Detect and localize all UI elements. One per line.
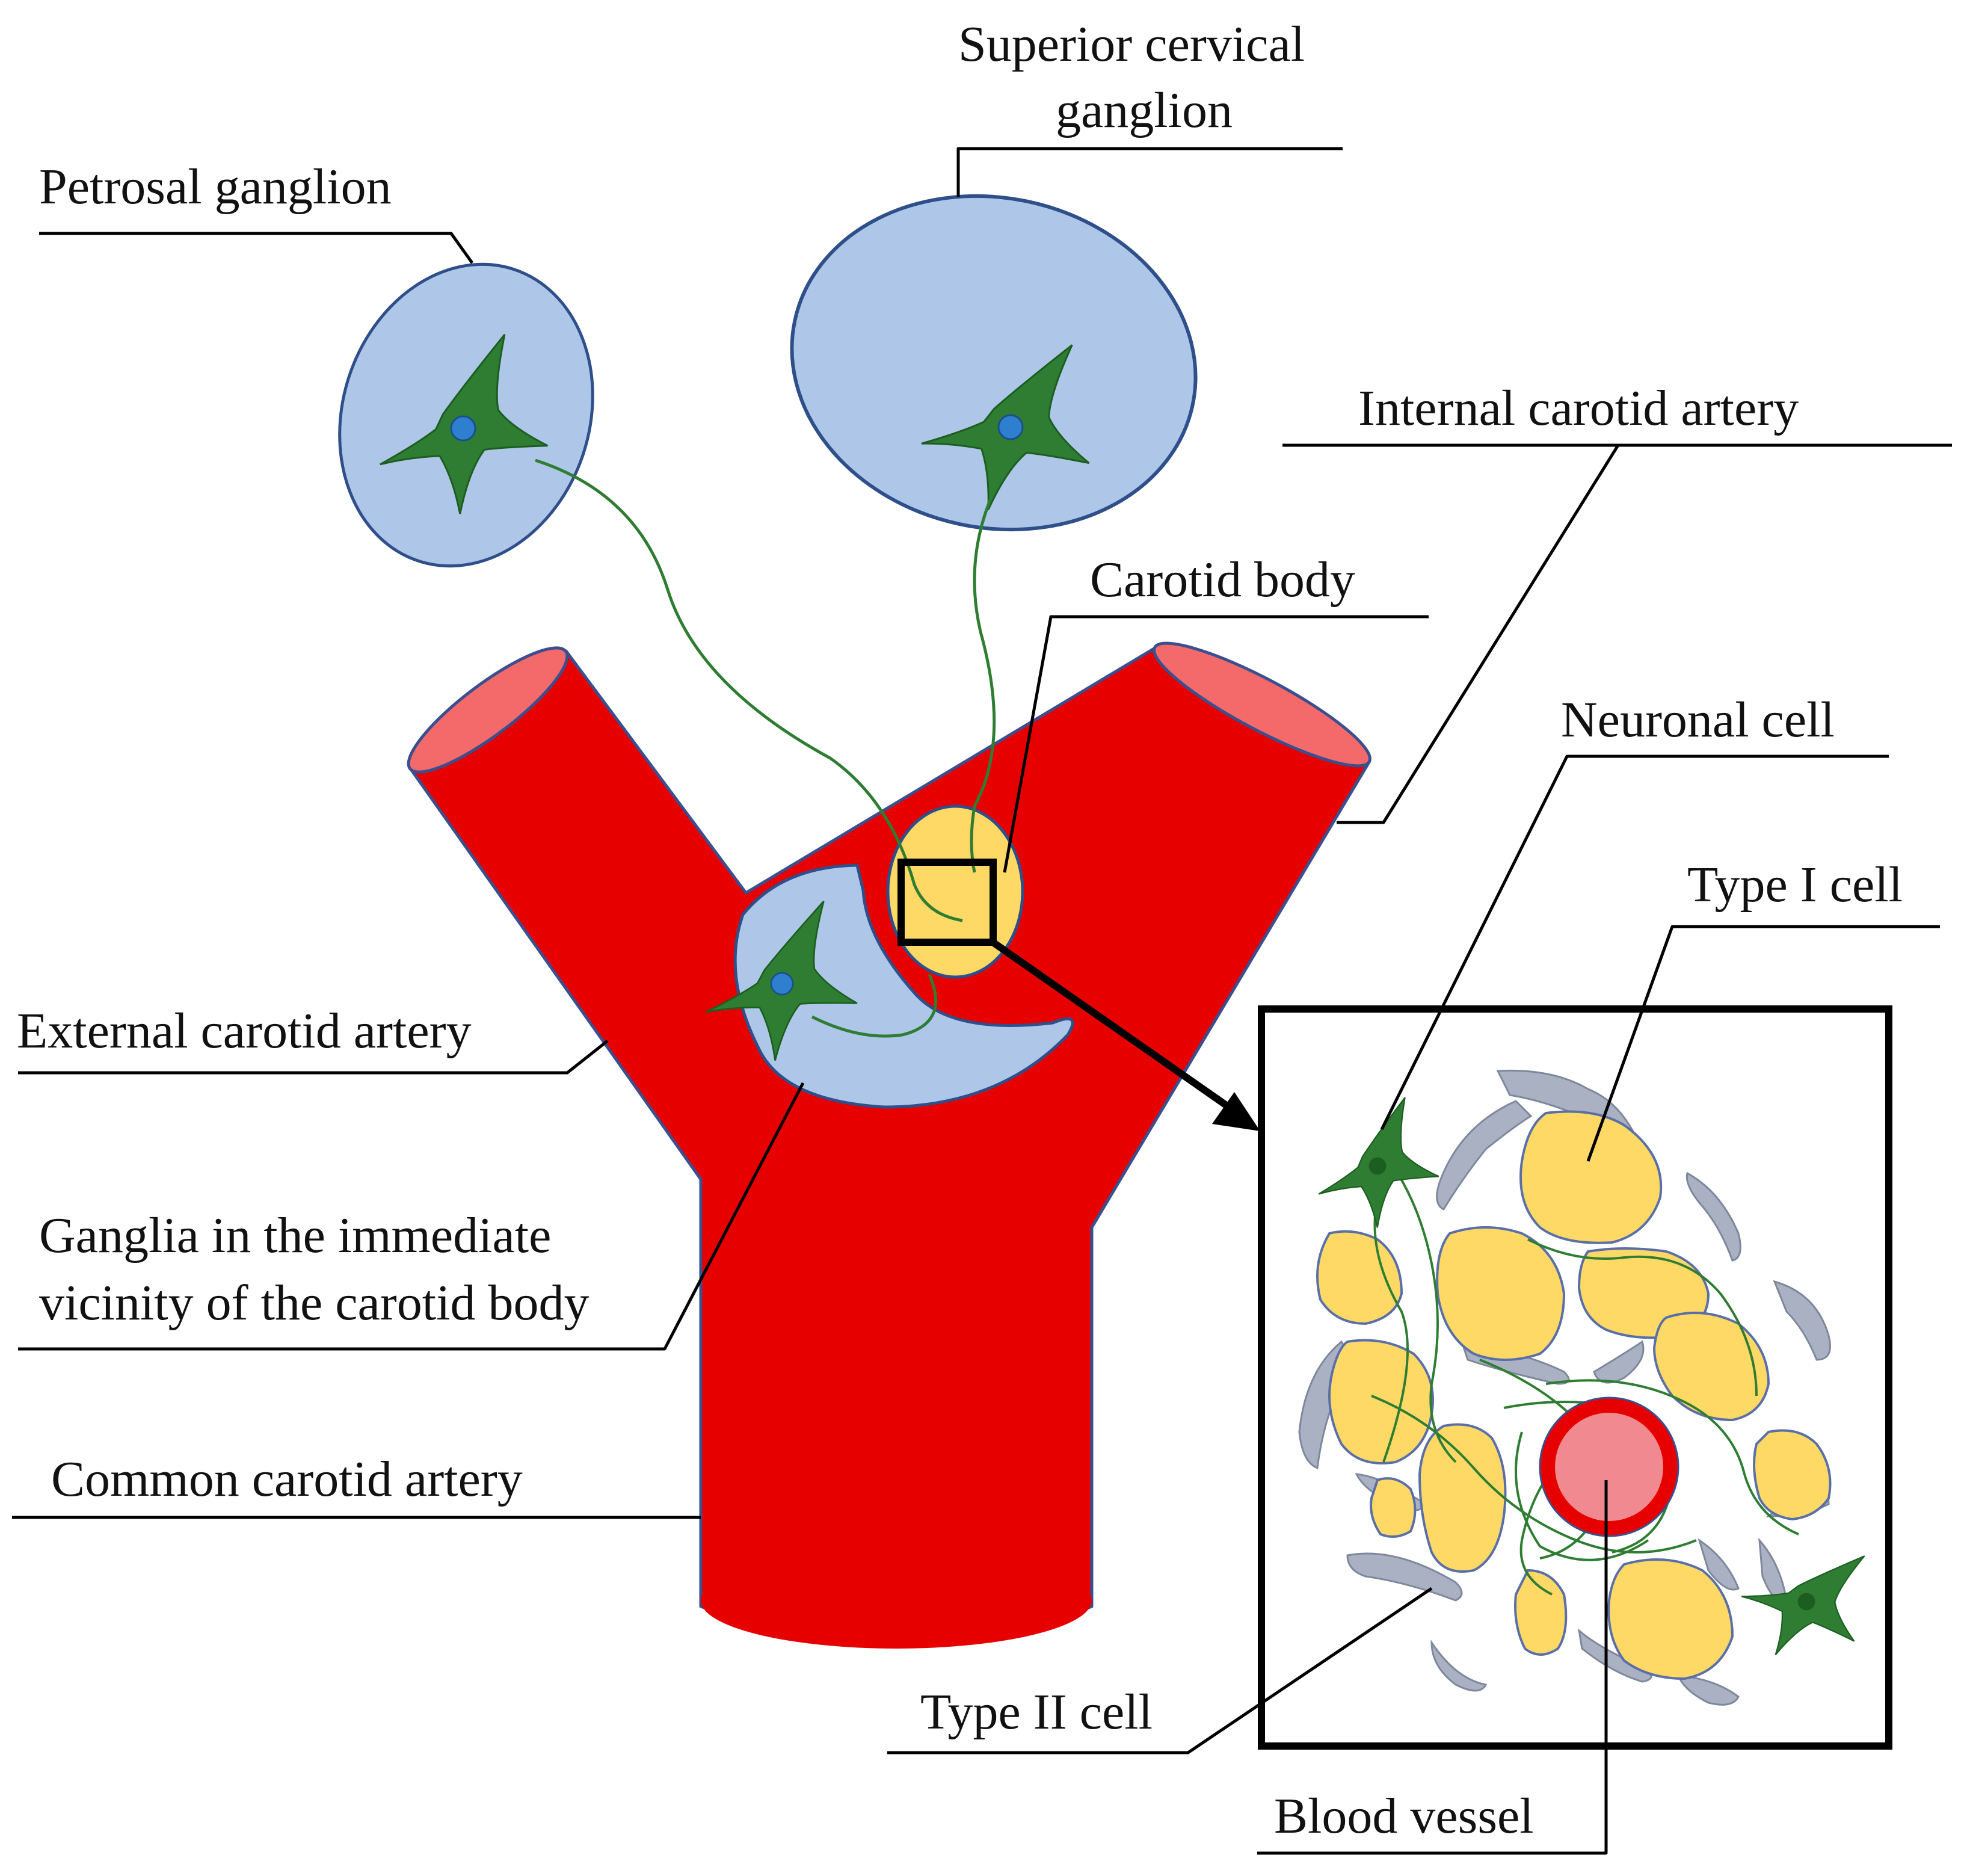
leader-petrosal bbox=[39, 232, 474, 264]
label-neuronal-cell: Neuronal cell bbox=[1561, 692, 1835, 748]
leader-vicinity-ganglia bbox=[18, 1082, 805, 1351]
label-petrosal-ganglion: Petrosal ganglion bbox=[39, 159, 392, 215]
inset-blood-vessel bbox=[1539, 1396, 1679, 1537]
label-carotid-body: Carotid body bbox=[1090, 552, 1355, 608]
leader-external-carotid bbox=[18, 1040, 609, 1075]
leader-lines bbox=[12, 147, 1952, 1855]
magnification-square bbox=[897, 859, 997, 946]
common-carotid-bottom bbox=[701, 1552, 1092, 1649]
label-ganglia-vicinity-line1: Ganglia in the immediate bbox=[39, 1208, 552, 1264]
label-external-carotid-artery: External carotid artery bbox=[17, 1003, 472, 1059]
magnification-arrow-line bbox=[991, 940, 1236, 1113]
label-blood-vessel: Blood vessel bbox=[1274, 1788, 1534, 1844]
label-ganglia-vicinity-line2: vicinity of the carotid body bbox=[39, 1275, 590, 1331]
external-carotid-lumen bbox=[407, 646, 569, 774]
vicinity-ganglia bbox=[696, 863, 1074, 1109]
label-superior-cervical-ganglion-line1: Superior cervical bbox=[958, 16, 1305, 72]
carotid-artery-vessels bbox=[407, 641, 1371, 1649]
label-type-ii-cell: Type II cell bbox=[920, 1684, 1153, 1740]
leader-superior-cervical bbox=[956, 147, 1343, 197]
magnified-inset bbox=[1258, 1005, 1892, 1750]
nerve-fibers bbox=[535, 458, 1000, 1038]
leader-type-ii-cell bbox=[887, 1587, 1433, 1754]
leader-blood-vessel bbox=[1257, 1480, 1608, 1855]
label-type-i-cell: Type I cell bbox=[1687, 857, 1903, 913]
petrosal-nerve-fiber bbox=[535, 458, 963, 922]
vicinity-nerve-fiber bbox=[811, 973, 938, 1038]
superior-cervical-neuron bbox=[915, 332, 1100, 519]
common-carotid-artery-shape bbox=[408, 646, 1371, 1644]
leader-neuronal-cell bbox=[1380, 754, 1889, 1131]
leader-carotid-body bbox=[1003, 615, 1429, 873]
internal-carotid-lumen bbox=[1153, 641, 1371, 768]
label-common-carotid-artery: Common carotid artery bbox=[51, 1451, 523, 1507]
leader-type-i-cell bbox=[1586, 925, 1940, 1162]
petrosal-ganglion bbox=[338, 262, 594, 568]
vicinity-neuron bbox=[696, 898, 863, 1067]
carotid-body bbox=[886, 804, 1024, 979]
label-internal-carotid-artery: Internal carotid artery bbox=[1358, 380, 1799, 436]
petrosal-neuron bbox=[363, 330, 556, 525]
superior-cervical-ganglion bbox=[790, 194, 1198, 532]
magnification-arrowhead bbox=[1212, 1092, 1260, 1131]
superior-cervical-nerve-fiber bbox=[970, 480, 1000, 873]
leader-internal-carotid-pointer bbox=[1337, 444, 1620, 824]
label-superior-cervical-ganglion-line2: ganglion bbox=[1056, 82, 1233, 138]
type-i-cells bbox=[1316, 1110, 1832, 1680]
inset-neuronal-cell-top bbox=[1304, 1093, 1447, 1238]
inset-neuronal-cell-bottom bbox=[1726, 1520, 1884, 1680]
